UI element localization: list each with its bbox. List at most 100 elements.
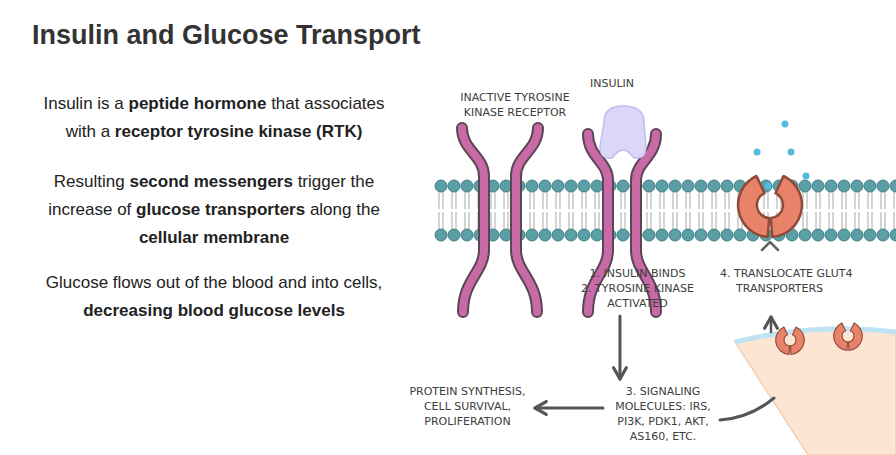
lipid-head [708, 229, 720, 241]
lipid-head [721, 229, 733, 241]
summary-text: Insulin is a peptide hormone that associ… [34, 90, 394, 146]
lipid-head [435, 229, 447, 241]
text-run: along the [305, 200, 380, 219]
text-run: INACTIVE TYROSINE KINASE RECEPTOR [460, 91, 570, 119]
vesicle-membrane [735, 329, 896, 342]
lipid-tail [676, 212, 677, 229]
lipid-tail [620, 212, 621, 229]
text-run: Resulting [54, 172, 130, 191]
step-text: 2. TYROSINE KINASE ACTIVATED [570, 281, 705, 311]
lipid-head [448, 229, 460, 241]
lipid-head [864, 180, 876, 192]
lipid-head [656, 229, 668, 241]
lipid-tail [442, 192, 443, 209]
lipid-tail [546, 212, 547, 229]
bold-run: decreasing blood glucose levels [83, 301, 345, 320]
lipid-tail [650, 212, 651, 229]
lipid-tail [620, 192, 621, 209]
lipid-tail [455, 192, 456, 209]
inactive-receptor [462, 128, 538, 312]
lipid-tail [546, 192, 547, 209]
lipid-tail [854, 192, 855, 209]
lipid-head [734, 229, 746, 241]
lipid-tail [689, 192, 690, 209]
lipid-head [890, 180, 896, 192]
lipid-head [656, 180, 668, 192]
summary-text: Resulting second messengers trigger the … [29, 168, 399, 252]
lipid-tail [533, 192, 534, 209]
step-text: 1. INSULIN BINDS [570, 266, 705, 281]
lipid-head [578, 180, 590, 192]
pathway-line [720, 398, 774, 420]
bold-run: cellular membrane [139, 228, 289, 247]
bold-run: peptide hormone [129, 94, 267, 113]
text-run: Insulin is a [43, 94, 128, 113]
lipid-tail [728, 212, 729, 229]
lipid-tail [711, 192, 712, 209]
lipid-tail [698, 192, 699, 209]
lipid-head [708, 180, 720, 192]
lipid-tail [555, 212, 556, 229]
glut4-vesicle [834, 323, 863, 350]
step-text: PROTEIN SYNTHESIS, CELL SURVIVAL, PROLIF… [405, 384, 530, 429]
lipid-tail [819, 192, 820, 209]
lipid-tail [559, 212, 560, 229]
lipid-head [539, 180, 551, 192]
cell-interior [735, 329, 896, 455]
lipid-tail [854, 212, 855, 229]
lipid-tail [503, 192, 504, 209]
connectors [535, 316, 620, 408]
lipid-head [825, 229, 837, 241]
lipid-tail [676, 192, 677, 209]
lipid-tail [845, 192, 846, 209]
lipid-head [682, 229, 694, 241]
lipid-tail [438, 212, 439, 229]
translocate-arrow [762, 242, 778, 250]
lipid-tail [594, 212, 595, 229]
lipid-tail [880, 212, 881, 229]
lipid-head [617, 229, 629, 241]
lipid-tail [451, 192, 452, 209]
lipid-tail [468, 192, 469, 209]
lipid-head [591, 229, 603, 241]
lipid-head [825, 180, 837, 192]
lipid-head [539, 229, 551, 241]
lipid-tail [806, 212, 807, 229]
insulin-molecule [600, 106, 646, 158]
lipid-head [799, 180, 811, 192]
lipid-tail [841, 192, 842, 209]
lipid-tail [663, 212, 664, 229]
lipid-head [812, 180, 824, 192]
lipid-tail [685, 192, 686, 209]
lipid-tail [880, 192, 881, 209]
lipid-tail [698, 212, 699, 229]
lipid-tail [494, 212, 495, 229]
lipid-head [526, 180, 538, 192]
lipid-tail [728, 192, 729, 209]
lipid-tail [659, 192, 660, 209]
lipid-tail [650, 192, 651, 209]
lipid-tail [828, 192, 829, 209]
lipid-tail [893, 212, 894, 229]
lipid-tail [464, 192, 465, 209]
lipid-tail [767, 192, 768, 209]
lipid-tail [598, 212, 599, 229]
lipid-tail [468, 212, 469, 229]
lipid-tail [442, 212, 443, 229]
lipid-tail [802, 212, 803, 229]
lipid-tail [438, 192, 439, 209]
lipid-head [617, 180, 629, 192]
lipid-head [552, 229, 564, 241]
lipid-bilayer [435, 180, 896, 241]
lipid-tail [884, 212, 885, 229]
lipid-tail [490, 192, 491, 209]
lipid-tail [806, 192, 807, 209]
lipid-head [812, 229, 824, 241]
bold-run: glucose transporters [136, 200, 305, 219]
lipid-tail [884, 192, 885, 209]
lipid-tail [455, 212, 456, 229]
lipid-head [799, 229, 811, 241]
lipid-tail [672, 192, 673, 209]
part-label: INACTIVE TYROSINE KINASE RECEPTOR [451, 90, 579, 120]
lipid-tail [507, 192, 508, 209]
